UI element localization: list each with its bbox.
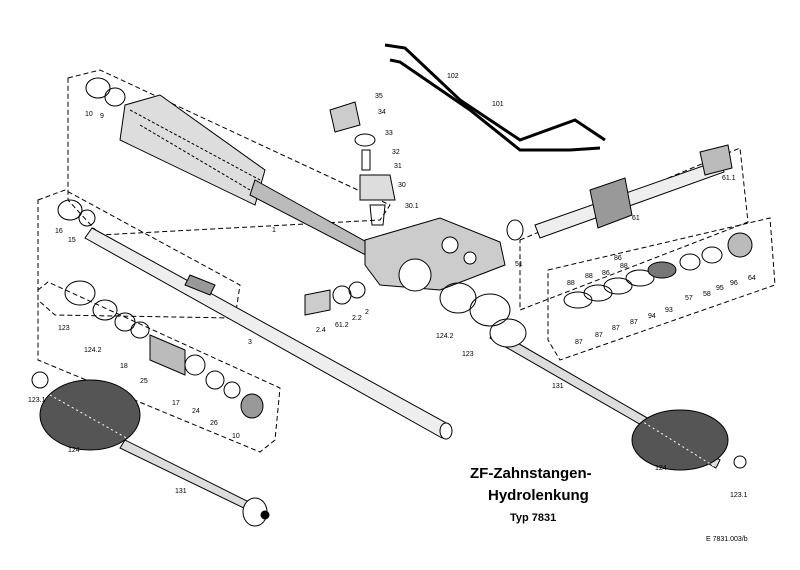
label-61-1: 61.1 bbox=[722, 175, 736, 182]
steering-housing bbox=[119, 94, 391, 266]
label-93: 93 bbox=[665, 307, 673, 314]
label-18: 18 bbox=[120, 363, 128, 370]
label-95: 95 bbox=[716, 285, 724, 292]
label-124-right: 124 bbox=[655, 465, 667, 472]
label-124-left: 124 bbox=[68, 447, 80, 454]
valve-housing bbox=[364, 217, 506, 292]
label-24: 24 bbox=[192, 408, 200, 415]
valve-seal-rings bbox=[563, 232, 753, 309]
frame-left-seals-group bbox=[37, 189, 241, 319]
label-124-2-left: 124.2 bbox=[84, 347, 102, 354]
title-block: ZF-Zahnstangen- Hydrolenkung Typ 7831 bbox=[470, 465, 592, 524]
seal-rings-left bbox=[57, 199, 264, 419]
label-9: 9 bbox=[100, 113, 104, 120]
label-102: 102 bbox=[447, 73, 459, 80]
misc-rings-center bbox=[304, 219, 524, 327]
label-88-a: 88 bbox=[567, 280, 575, 287]
clamp-left bbox=[31, 371, 49, 389]
label-86-a: 86 bbox=[602, 270, 610, 277]
label-87-c: 87 bbox=[612, 325, 620, 332]
label-94: 94 bbox=[648, 313, 656, 320]
label-30: 30 bbox=[398, 182, 406, 189]
frame-piston-seals-group bbox=[547, 217, 776, 361]
tie-rod-left bbox=[119, 439, 270, 527]
label-123-left: 123 bbox=[58, 325, 70, 332]
adjuster-parts bbox=[329, 101, 396, 226]
seal-rings-top bbox=[85, 77, 126, 107]
pressure-lines bbox=[384, 43, 606, 152]
frame-valve-group bbox=[519, 147, 749, 311]
label-87-b: 87 bbox=[595, 332, 603, 339]
rack-tube bbox=[84, 227, 453, 440]
label-87-d: 87 bbox=[630, 319, 638, 326]
bellows-left bbox=[39, 379, 141, 451]
label-17: 17 bbox=[172, 400, 180, 407]
label-2-4: 2.4 bbox=[316, 327, 326, 334]
label-123-1-right: 123.1 bbox=[730, 492, 748, 499]
label-16: 16 bbox=[55, 228, 63, 235]
label-88-b: 88 bbox=[585, 273, 593, 280]
bellows-right bbox=[631, 409, 747, 471]
label-123-1-left: 123.1 bbox=[28, 397, 46, 404]
label-2: 2 bbox=[365, 309, 369, 316]
label-3: 3 bbox=[248, 339, 252, 346]
label-86-b: 86 bbox=[614, 255, 622, 262]
label-88-c: 88 bbox=[620, 263, 628, 270]
label-61: 61 bbox=[632, 215, 640, 222]
label-57: 57 bbox=[685, 295, 693, 302]
label-10-bottom: 10 bbox=[232, 433, 240, 440]
label-131-right: 131 bbox=[552, 383, 564, 390]
drawing-reference: E 7831.003/b bbox=[706, 536, 748, 543]
label-87-a: 87 bbox=[575, 339, 583, 346]
label-25: 25 bbox=[140, 378, 148, 385]
label-101: 101 bbox=[492, 101, 504, 108]
label-31: 31 bbox=[394, 163, 402, 170]
frame-seal-kit-group bbox=[37, 281, 281, 453]
label-26: 26 bbox=[210, 420, 218, 427]
title-line-1: ZF-Zahnstangen- bbox=[470, 465, 592, 482]
label-35: 35 bbox=[375, 93, 383, 100]
label-64: 64 bbox=[748, 275, 756, 282]
label-32: 32 bbox=[392, 149, 400, 156]
label-123-right: 123 bbox=[462, 351, 474, 358]
pinion-shaft bbox=[534, 144, 733, 239]
title-line-3: Typ 7831 bbox=[510, 512, 556, 524]
label-34: 34 bbox=[378, 109, 386, 116]
label-51: 51 bbox=[515, 261, 523, 268]
label-96: 96 bbox=[730, 280, 738, 287]
label-131-left: 131 bbox=[175, 488, 187, 495]
label-33: 33 bbox=[385, 130, 393, 137]
label-30-1: 30.1 bbox=[405, 203, 419, 210]
label-10-top: 10 bbox=[85, 111, 93, 118]
label-2-2: 2.2 bbox=[352, 315, 362, 322]
title-line-2: Hydrolenkung bbox=[488, 487, 589, 504]
label-61-2: 61.2 bbox=[335, 322, 349, 329]
label-124-2-right: 124.2 bbox=[436, 333, 454, 340]
label-58: 58 bbox=[703, 291, 711, 298]
label-1: 1 bbox=[272, 227, 276, 234]
label-15: 15 bbox=[68, 237, 76, 244]
part-labels: 1 9 10 16 15 123 124.2 18 25 3 17 24 26 … bbox=[28, 73, 756, 499]
